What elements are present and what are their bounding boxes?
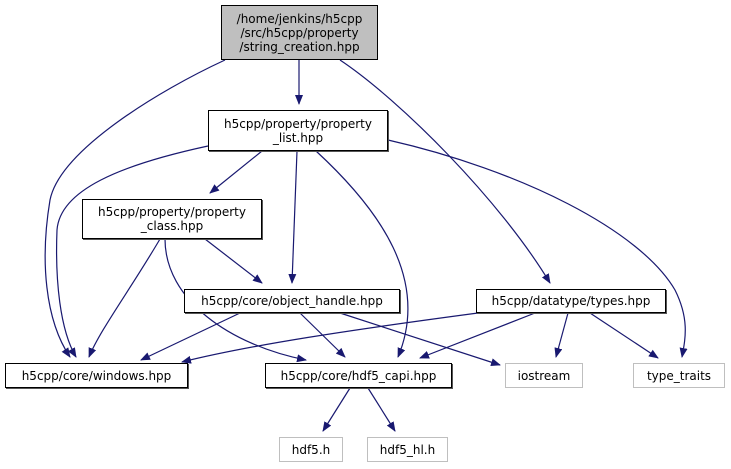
edge-types-to-iostream [554, 312, 569, 358]
node-label-line: h5cpp/property/property [98, 205, 246, 219]
edge-types-to-type-traits [589, 312, 659, 359]
node-iostream: iostream [505, 363, 583, 388]
edge-root-to-types [339, 59, 551, 284]
node-label-line: h5cpp/datatype/types.hpp [491, 294, 651, 308]
edge-types-to-hdf5-capi [419, 312, 536, 359]
node-label-line: /string_creation.hpp [239, 39, 360, 54]
node-label-line: type_traits [646, 368, 712, 383]
node-label-line: _class.hpp [140, 219, 204, 233]
edge-object-handle-to-iostream [339, 312, 501, 367]
node-label-line: /home/jenkins/h5cpp [236, 11, 363, 26]
edge-property-class-to-object-handle [204, 238, 263, 284]
edge-property-class-to-windows [88, 238, 161, 358]
edge-root-to-windows [44, 59, 226, 358]
edge-hdf5-capi-to-hdf5-hl-h [367, 387, 396, 432]
edge-property-list-to-property-class [209, 150, 263, 194]
edge-property-class-to-hdf5-capi [164, 238, 307, 363]
node-label-line: h5cpp/core/windows.hpp [21, 368, 172, 383]
node-label-line: h5cpp/core/object_handle.hpp [201, 294, 383, 308]
node-label-line: h5cpp/property/property [224, 116, 372, 131]
edge-types-to-windows [181, 312, 479, 364]
edge-object-handle-to-windows [140, 312, 241, 361]
node-windows-hpp[interactable]: h5cpp/core/windows.hpp [5, 363, 188, 388]
node-label-line: hdf5.h [291, 442, 331, 457]
node-label-line: iostream [517, 368, 571, 383]
node-property-list-hpp[interactable]: h5cpp/property/property _list.hpp [208, 110, 388, 151]
node-label-line: h5cpp/core/hdf5_capi.hpp [280, 368, 437, 383]
node-property-class-hpp[interactable]: h5cpp/property/property _class.hpp [82, 199, 262, 239]
node-hdf5-capi-hpp[interactable]: h5cpp/core/hdf5_capi.hpp [265, 363, 452, 388]
node-label-line: _list.hpp [272, 130, 324, 145]
node-hdf5-hl-h: hdf5_hl.h [367, 437, 448, 462]
edge-property-list-to-type-traits [387, 139, 688, 358]
edge-property-list-to-hdf5-capi [315, 150, 409, 358]
node-types-hpp[interactable]: h5cpp/datatype/types.hpp [476, 289, 666, 313]
edge-property-list-to-windows [56, 145, 209, 358]
node-label-line: /src/h5cpp/property [240, 25, 359, 40]
node-hdf5-h: hdf5.h [279, 437, 343, 462]
edge-property-list-to-object-handle [288, 150, 298, 284]
node-object-handle-hpp[interactable]: h5cpp/core/object_handle.hpp [184, 289, 400, 313]
node-string-creation-hpp: /home/jenkins/h5cpp /src/h5cpp/property … [221, 5, 378, 60]
edge-hdf5-capi-to-hdf5-h [322, 387, 351, 432]
node-type-traits: type_traits [633, 363, 725, 388]
node-label-line: hdf5_hl.h [379, 442, 436, 457]
